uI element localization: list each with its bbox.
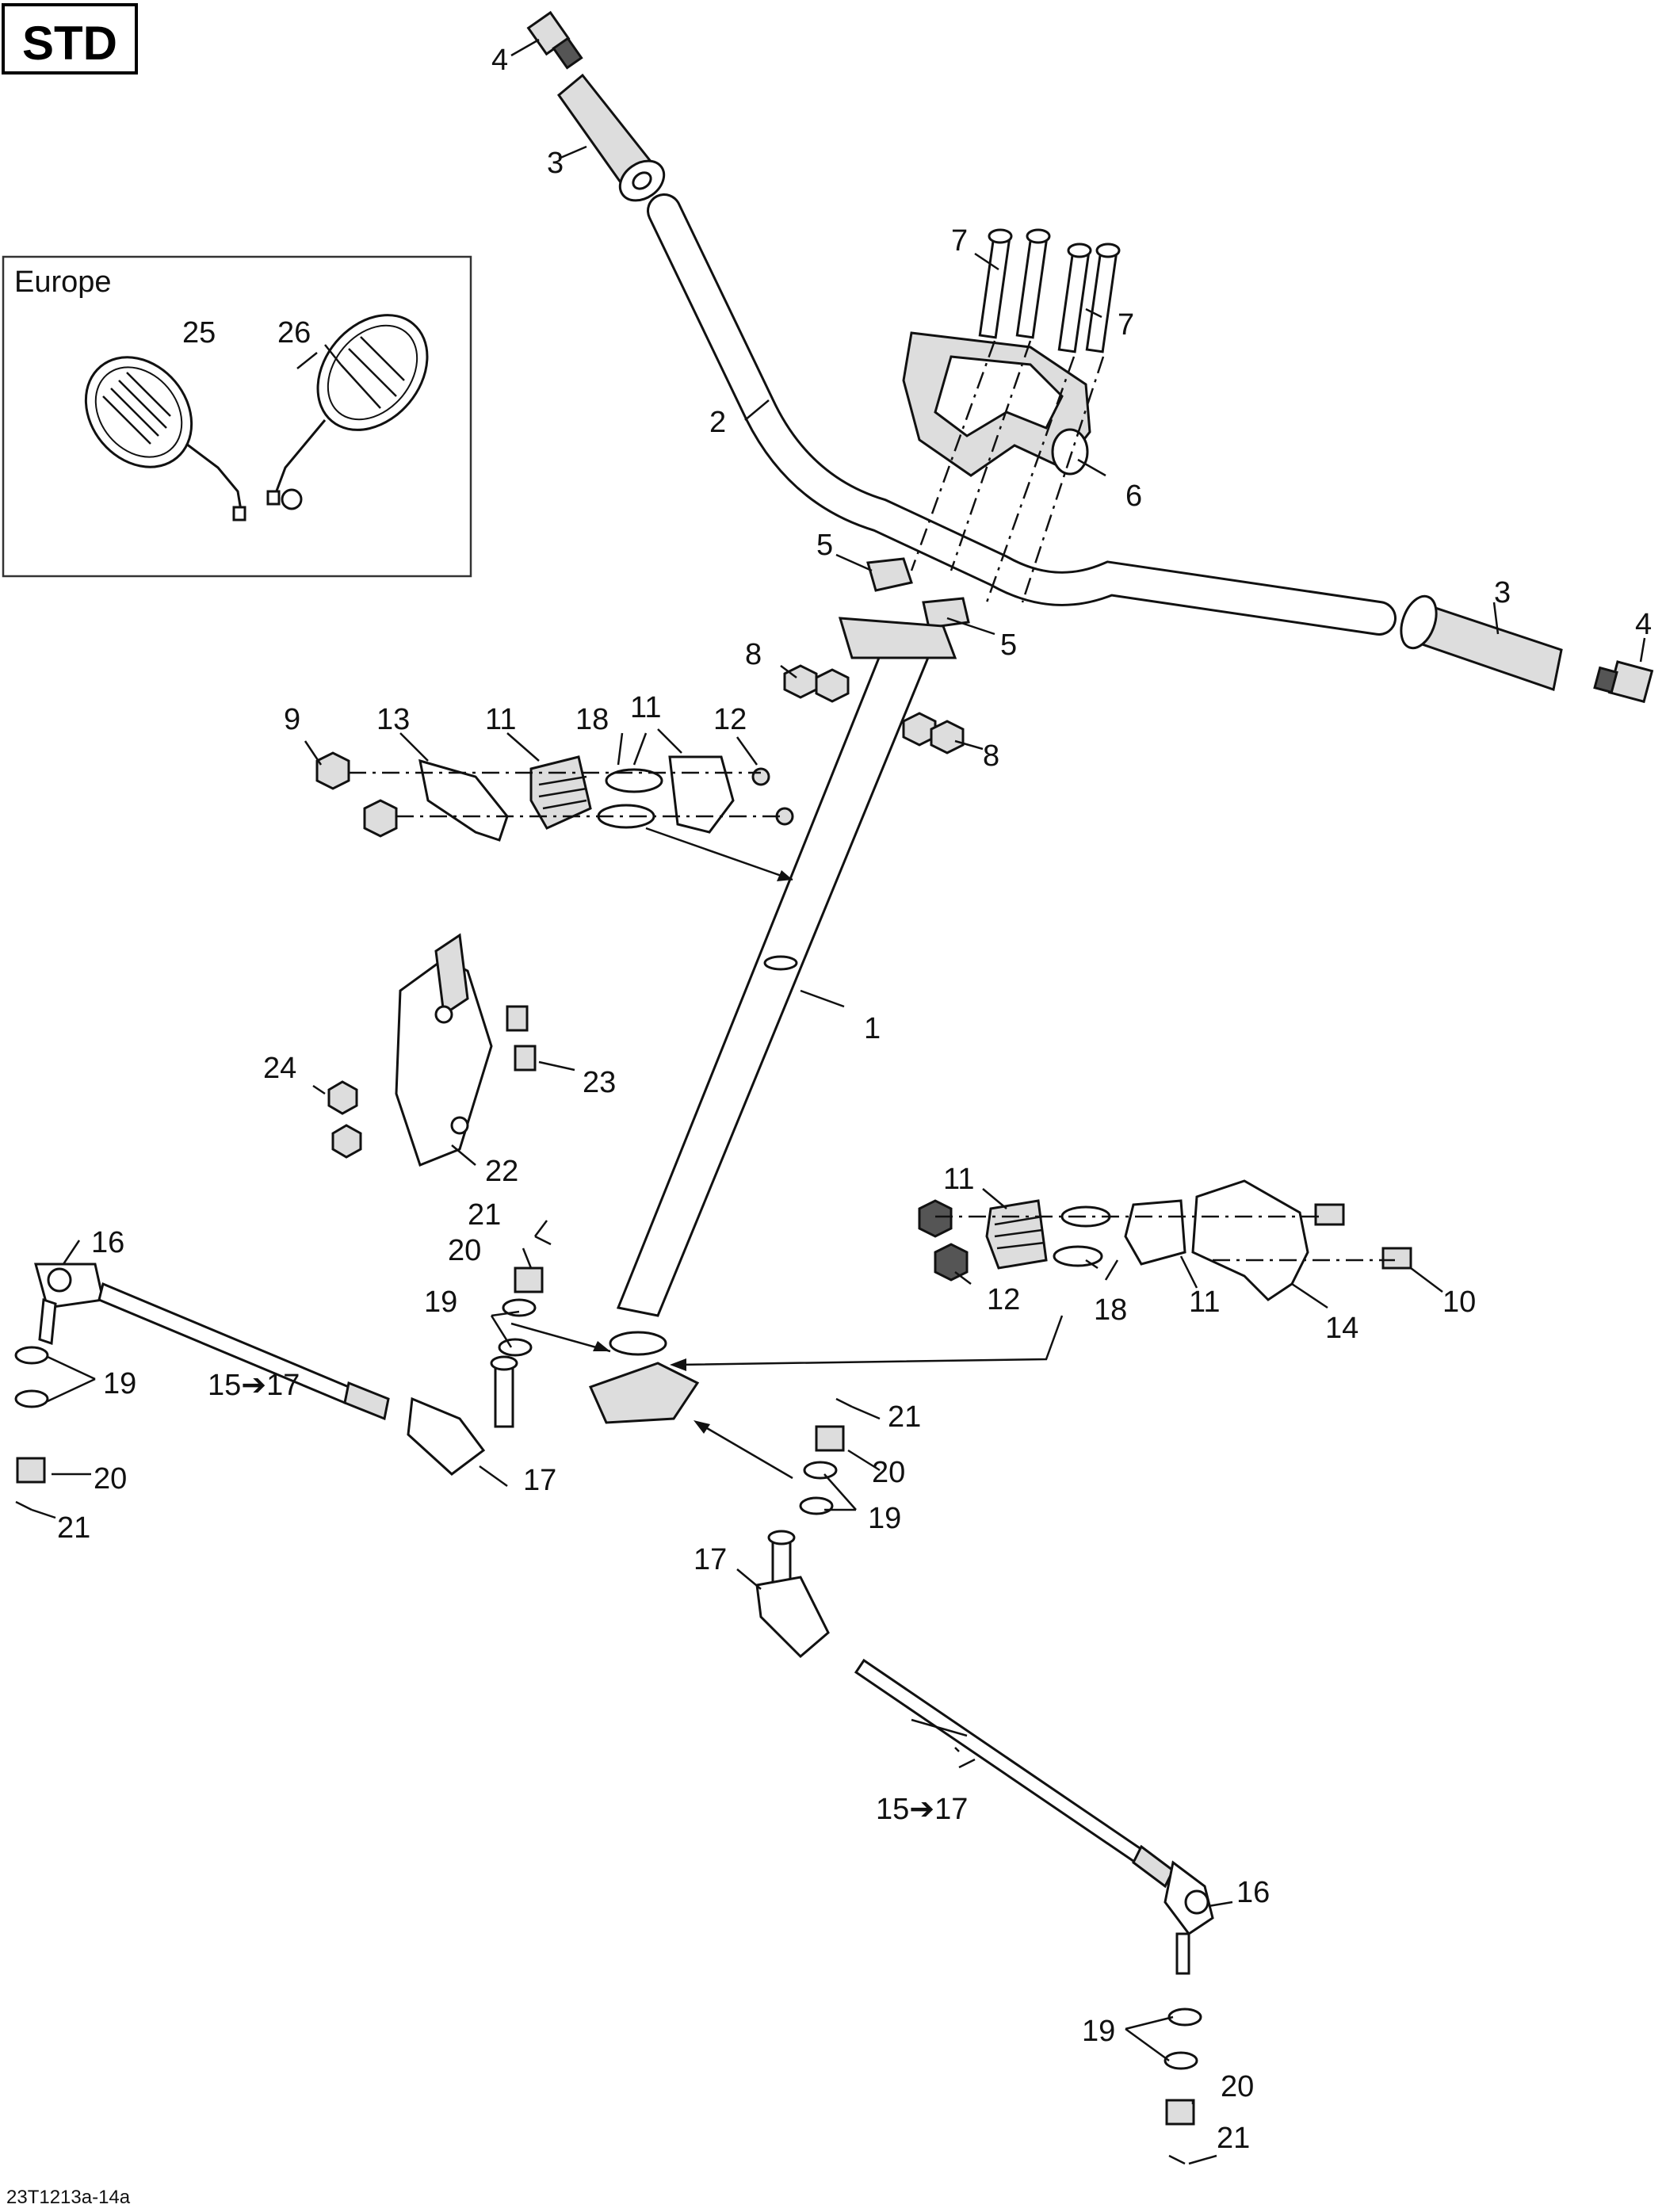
callout-21-right: 21 xyxy=(888,1400,921,1434)
callout-15-17-right: 15➔17 xyxy=(876,1793,968,1826)
bushing-assembly-upper xyxy=(315,751,794,842)
callout-10: 10 xyxy=(1442,1286,1476,1319)
callout-22: 22 xyxy=(485,1155,518,1188)
callout-6: 6 xyxy=(1125,479,1142,513)
callout-18-lower: 18 xyxy=(1094,1293,1127,1327)
callout-3-left: 3 xyxy=(547,147,564,180)
callout-3-right: 3 xyxy=(1494,576,1511,609)
callout-20-right: 20 xyxy=(872,1456,905,1489)
callout-1: 1 xyxy=(864,1012,881,1045)
callout-23: 23 xyxy=(583,1066,616,1099)
callout-19-center: 19 xyxy=(424,1286,457,1319)
callout-labels: 4 3 7 7 25 26 2 6 5 5 3 4 8 8 9 13 11 18… xyxy=(57,44,1652,2155)
europe-inset-title: Europe xyxy=(14,266,112,299)
grip-left xyxy=(556,73,666,202)
callout-9: 9 xyxy=(284,703,300,736)
callout-5-right: 5 xyxy=(1000,628,1017,662)
grip-right xyxy=(1400,594,1563,691)
callout-19-bottom: 19 xyxy=(1082,2015,1115,2048)
callout-11-lower-b: 11 xyxy=(1189,1286,1220,1319)
mirror-left xyxy=(84,356,246,521)
clamp-bolts xyxy=(978,228,1121,353)
callout-16-left: 16 xyxy=(91,1226,124,1259)
callout-19-left: 19 xyxy=(103,1367,136,1400)
callout-17-right: 17 xyxy=(694,1543,727,1576)
callout-8-lower: 8 xyxy=(983,739,999,773)
handlebar-clamp-cap xyxy=(902,331,1091,477)
end-cap-right xyxy=(1593,660,1654,704)
callout-7-right: 7 xyxy=(1118,308,1134,342)
tie-rod-left xyxy=(14,1235,552,1511)
callout-25: 25 xyxy=(182,316,216,350)
lower-clamp-right xyxy=(922,597,970,629)
callout-5-left: 5 xyxy=(816,529,833,562)
callout-4-left: 4 xyxy=(491,44,508,77)
steering-column xyxy=(588,617,957,1424)
callout-20-bottom: 20 xyxy=(1221,2070,1254,2103)
europe-inset: Europe xyxy=(2,255,472,578)
callout-12-lower: 12 xyxy=(987,1283,1020,1316)
callout-21-center: 21 xyxy=(468,1198,501,1232)
bracket xyxy=(327,933,537,1167)
callout-21-left: 21 xyxy=(57,1511,90,1545)
end-cap-left xyxy=(526,10,583,70)
callout-18-upper: 18 xyxy=(575,703,609,736)
std-badge: STD xyxy=(2,3,138,74)
callout-19-right: 19 xyxy=(868,1502,901,1535)
std-badge-label: STD xyxy=(22,17,117,70)
callout-14: 14 xyxy=(1325,1312,1358,1345)
leader-lines xyxy=(31,38,1646,2165)
callout-11-upper-a: 11 xyxy=(485,703,516,736)
callout-26: 26 xyxy=(277,316,311,350)
bushing-assembly-lower xyxy=(918,1179,1412,1301)
callout-11-upper-b: 11 xyxy=(630,691,661,724)
reference-code: 23T1213a-14a xyxy=(6,2187,131,2208)
callout-11-lower-a: 11 xyxy=(943,1163,974,1196)
callout-20-left: 20 xyxy=(94,1462,127,1496)
callout-2: 2 xyxy=(709,406,726,439)
callout-4-right: 4 xyxy=(1635,608,1652,641)
callout-15-17-left: 15➔17 xyxy=(208,1369,300,1402)
callout-21-bottom: 21 xyxy=(1217,2122,1250,2155)
tie-rod-right xyxy=(755,1397,1214,2165)
lower-clamp-left xyxy=(866,557,913,592)
callout-20-center: 20 xyxy=(448,1234,481,1267)
callout-16-right: 16 xyxy=(1236,1876,1270,1909)
callout-13: 13 xyxy=(376,703,410,736)
callout-7-left: 7 xyxy=(951,224,968,258)
callout-24: 24 xyxy=(263,1052,296,1085)
callout-8-upper: 8 xyxy=(745,638,762,671)
callout-12-upper: 12 xyxy=(713,703,747,736)
callout-17-left: 17 xyxy=(523,1464,556,1497)
mirror-right xyxy=(266,314,429,510)
